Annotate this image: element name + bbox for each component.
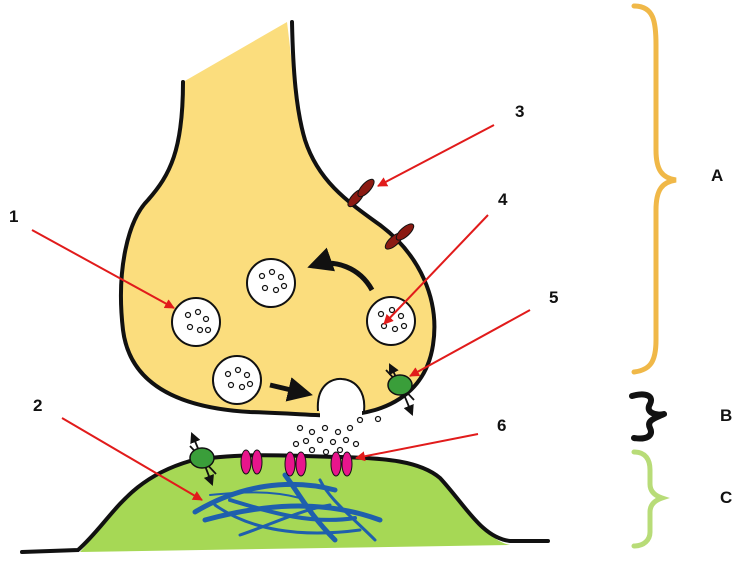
vesicle	[366, 296, 416, 346]
membrane-channel	[347, 178, 375, 208]
vesicle	[171, 297, 221, 347]
recycling-arrow	[307, 247, 375, 292]
pointer-arrow-6	[355, 433, 479, 462]
vesicle	[212, 355, 262, 405]
release-arrow	[269, 377, 313, 402]
postsynaptic-receptor	[284, 451, 307, 477]
neurotransmitter-molecules	[292, 415, 382, 456]
brace-B	[629, 391, 667, 442]
label-A: A	[711, 166, 723, 185]
postsynaptic-receptor	[330, 451, 353, 477]
brace-A	[631, 3, 677, 375]
pointer-arrow-4	[383, 214, 489, 325]
fusing-vesicle	[316, 377, 366, 412]
postsynaptic-transporter	[189, 432, 217, 487]
pointer-arrows	[31, 124, 531, 501]
pointer-arrow-3	[377, 124, 495, 187]
pointer-arrow-2	[61, 417, 203, 501]
label-4: 4	[498, 190, 508, 209]
membrane-channel	[384, 223, 415, 250]
presynaptic-transporter	[385, 363, 415, 416]
postsynaptic-receptor	[240, 449, 263, 475]
presynaptic-terminal	[120, 22, 435, 416]
presynaptic-outline	[119, 20, 437, 418]
fusion-pore	[320, 408, 362, 418]
label-2: 2	[33, 396, 42, 415]
label-B: B	[720, 406, 732, 425]
pointer-arrow-5	[409, 309, 531, 377]
label-5: 5	[549, 288, 558, 307]
vesicle	[246, 258, 296, 308]
label-6: 6	[497, 416, 506, 435]
label-C: C	[720, 488, 732, 507]
cytoskeleton-filaments	[192, 472, 383, 543]
postsynaptic-outline	[20, 453, 550, 554]
pointer-arrow-1	[31, 229, 175, 309]
brace-C	[631, 449, 670, 549]
label-1: 1	[9, 207, 18, 226]
label-3: 3	[515, 102, 524, 121]
